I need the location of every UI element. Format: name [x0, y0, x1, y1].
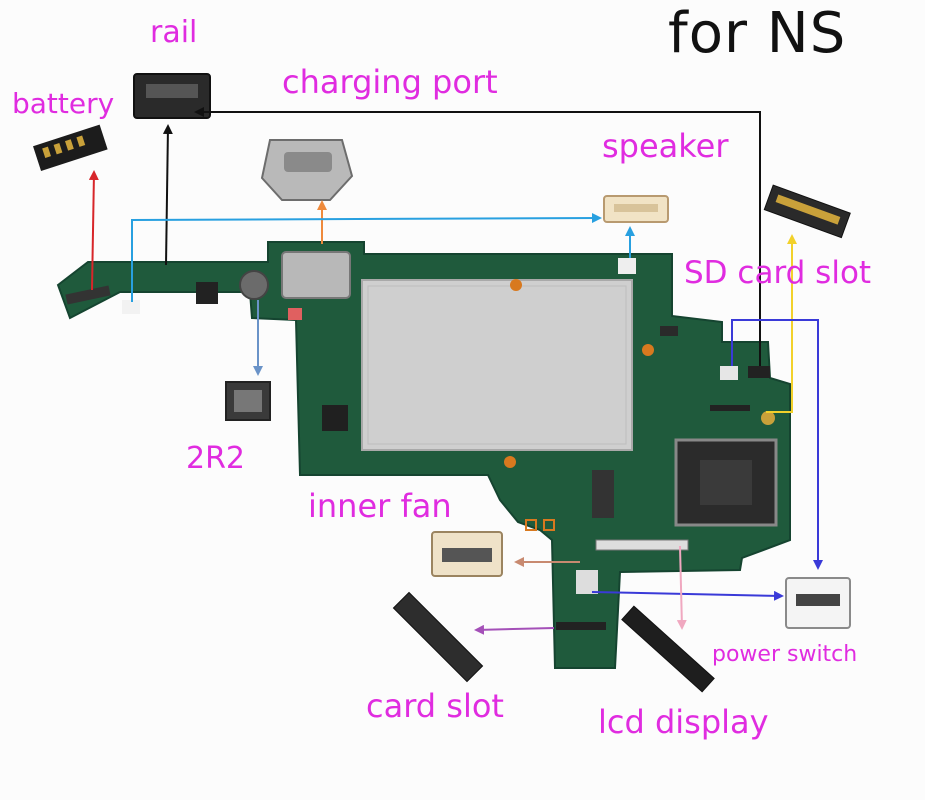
diagram-title: for NS — [668, 1, 847, 66]
arrow-power-switch-right — [731, 319, 823, 570]
arrow-card-slot — [474, 624, 555, 635]
label-charging-port: charging port — [282, 63, 498, 101]
arrow-lcd-display — [676, 545, 687, 630]
battery-connector-component — [33, 124, 108, 171]
lcd-display-connector-component — [621, 605, 715, 693]
arrow-speaker-main — [131, 213, 602, 302]
rail-component — [133, 73, 211, 119]
ic-chip — [322, 405, 348, 431]
arrow-sd-card-slot — [766, 234, 797, 413]
label-inner-fan: inner fan — [308, 487, 452, 525]
charging-port-component — [260, 139, 354, 201]
inner-fan-connector-component — [431, 531, 503, 577]
label-card-slot: card slot — [366, 687, 504, 725]
motherboard — [56, 241, 791, 669]
arrow-battery — [88, 170, 99, 291]
label-sd-card-slot: SD card slot — [684, 255, 872, 291]
label-speaker: speaker — [602, 127, 729, 165]
arrow-rail-from-sd — [194, 107, 761, 366]
power-switch-connector-component — [785, 577, 851, 629]
label-2r2: 2R2 — [186, 441, 246, 476]
sd-card-slot-component — [763, 184, 851, 239]
arrow-power-switch-lower — [591, 590, 784, 601]
inductor-coil — [239, 270, 269, 300]
card-slot-connector-component — [392, 591, 484, 683]
metal-shield — [361, 279, 633, 451]
label-battery: battery — [12, 87, 115, 120]
2r2-inductor-component — [225, 381, 271, 421]
label-lcd-display: lcd display — [598, 703, 769, 741]
charging-port-onboard — [281, 251, 351, 299]
label-power-switch: power switch — [712, 642, 858, 667]
label-rail: rail — [150, 15, 198, 50]
speaker-connector-component — [603, 195, 669, 223]
arrow-rail — [162, 124, 173, 266]
main-chip — [674, 438, 778, 527]
